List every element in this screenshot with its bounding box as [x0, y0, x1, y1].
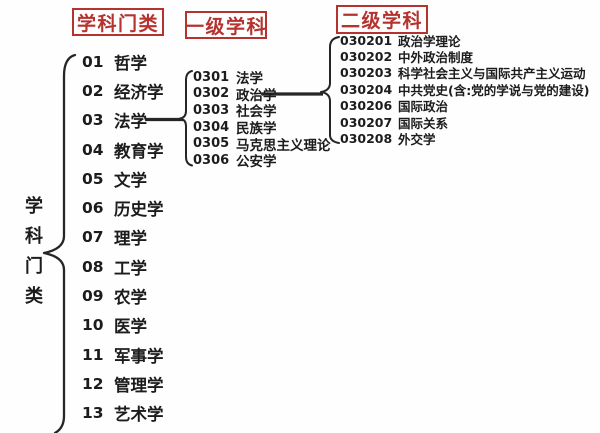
second-level-item: 030202 中外政治制度 — [340, 48, 589, 66]
first-level-list: 0301 法学 0302 政治学 0303 社会学 0304 民族学 0305 … — [193, 69, 331, 171]
category-code: 07 — [82, 228, 104, 247]
category-name: 工学 — [114, 258, 147, 278]
second-level-name: 政治学理论 — [398, 33, 461, 49]
category-item: 04 教育学 — [82, 135, 164, 164]
first-level-name: 政治学 — [236, 87, 277, 104]
category-item: 12 管理学 — [82, 369, 164, 398]
second-level-item: 030208 外交学 — [340, 130, 589, 148]
category-code: 02 — [82, 81, 104, 100]
category-name: 理学 — [114, 229, 147, 249]
category-code: 01 — [82, 52, 104, 71]
category-item: 03 法学 — [82, 106, 164, 135]
first-level-code: 0305 — [193, 136, 230, 152]
category-code: 11 — [82, 345, 104, 364]
category-code: 10 — [82, 316, 104, 335]
category-item: 05 文学 — [82, 164, 164, 193]
category-code: 05 — [82, 169, 104, 188]
category-name: 医学 — [114, 317, 147, 337]
category-code: 03 — [82, 111, 104, 130]
category-item: 10 医学 — [82, 311, 164, 340]
second-level-item: 030201 政治学理论 — [340, 32, 589, 49]
category-code: 09 — [82, 287, 104, 306]
side-label-char: 门 — [25, 256, 43, 277]
first-level-name: 法学 — [236, 71, 263, 88]
second-level-column-header: 二级学科 — [336, 5, 428, 34]
category-code: 04 — [82, 140, 104, 159]
second-level-code: 030204 — [340, 81, 393, 97]
second-level-item: 030204 中共党史(含:党的学说与党的建设) — [340, 81, 590, 98]
category-item: 13 艺术学 — [82, 399, 164, 428]
first-level-name: 马克思主义理论 — [236, 137, 331, 154]
side-label-char: 学 — [25, 196, 43, 217]
second-level-name: 国际政治 — [398, 99, 449, 115]
category-column-header: 学科门类 — [72, 8, 164, 36]
first-level-item: 0301 法学 — [193, 69, 331, 88]
first-level-column-header: 一级学科 — [185, 11, 267, 39]
category-code: 08 — [82, 257, 104, 276]
second-level-name: 科学社会主义与国际共产主义运动 — [398, 66, 586, 82]
second-level-code: 030203 — [340, 65, 393, 81]
side-label-char: 类 — [25, 286, 43, 307]
first-level-code: 0304 — [193, 119, 230, 135]
first-level-name: 社会学 — [236, 104, 277, 121]
second-level-name: 中共党史(含:党的学说与党的建设) — [398, 82, 590, 98]
category-code: 06 — [82, 199, 104, 218]
first-level-item: 0303 社会学 — [193, 102, 331, 121]
category-brace — [42, 53, 77, 433]
category-name: 经济学 — [114, 82, 164, 102]
category-item: 02 经济学 — [82, 76, 164, 105]
first-level-item: 0302 政治学 — [193, 86, 331, 104]
category-item: 11 军事学 — [82, 340, 164, 369]
category-name: 教育学 — [114, 141, 164, 161]
side-label-char: 科 — [25, 226, 43, 247]
second-level-item: 030203 科学社会主义与国际共产主义运动 — [340, 65, 589, 81]
category-list: 01 哲学 02 经济学 03 法学 04 教育学 05 文学 06 历史学 0… — [82, 47, 164, 428]
category-name: 文学 — [114, 170, 147, 190]
category-item: 07 理学 — [82, 223, 164, 252]
category-name: 法学 — [114, 112, 147, 132]
second-level-name: 外交学 — [398, 132, 436, 148]
first-level-item: 0304 民族学 — [193, 119, 331, 138]
category-name: 农学 — [114, 288, 147, 308]
second-level-name: 中外政治制度 — [398, 50, 474, 66]
second-level-code: 030206 — [340, 98, 393, 114]
category-item: 01 哲学 — [82, 47, 164, 76]
first-level-bracket — [179, 70, 193, 167]
category-side-label: 学 科 门 类 — [23, 192, 45, 312]
category-name: 军事学 — [114, 346, 164, 366]
category-item: 09 农学 — [82, 281, 164, 310]
second-level-item: 030207 国际关系 — [340, 114, 589, 131]
second-level-code: 030201 — [340, 32, 393, 48]
second-level-code: 030208 — [340, 131, 393, 147]
second-level-list: 030201 政治学理论 030202 中外政治制度 030203 科学社会主义… — [340, 32, 589, 147]
first-level-code: 0306 — [193, 152, 230, 168]
first-level-code: 0303 — [193, 102, 230, 118]
second-level-name: 国际关系 — [398, 115, 449, 131]
category-code: 12 — [82, 374, 104, 393]
first-level-code: 0301 — [193, 69, 230, 85]
first-level-name: 民族学 — [236, 121, 277, 138]
category-item: 06 历史学 — [82, 193, 164, 222]
first-level-name: 公安学 — [236, 154, 277, 171]
category-name: 历史学 — [114, 200, 164, 220]
category-name: 艺术学 — [114, 405, 164, 425]
category-item: 08 工学 — [82, 252, 164, 281]
first-level-item: 0305 马克思主义理论 — [193, 135, 331, 154]
category-code: 13 — [82, 404, 104, 423]
second-level-code: 030207 — [340, 114, 393, 130]
second-level-item: 030206 国际政治 — [340, 98, 589, 114]
second-level-code: 030202 — [340, 49, 393, 65]
category-name: 管理学 — [114, 375, 164, 395]
first-level-item: 0306 公安学 — [193, 152, 331, 171]
first-level-code: 0302 — [193, 86, 230, 102]
category-name: 哲学 — [114, 53, 147, 73]
